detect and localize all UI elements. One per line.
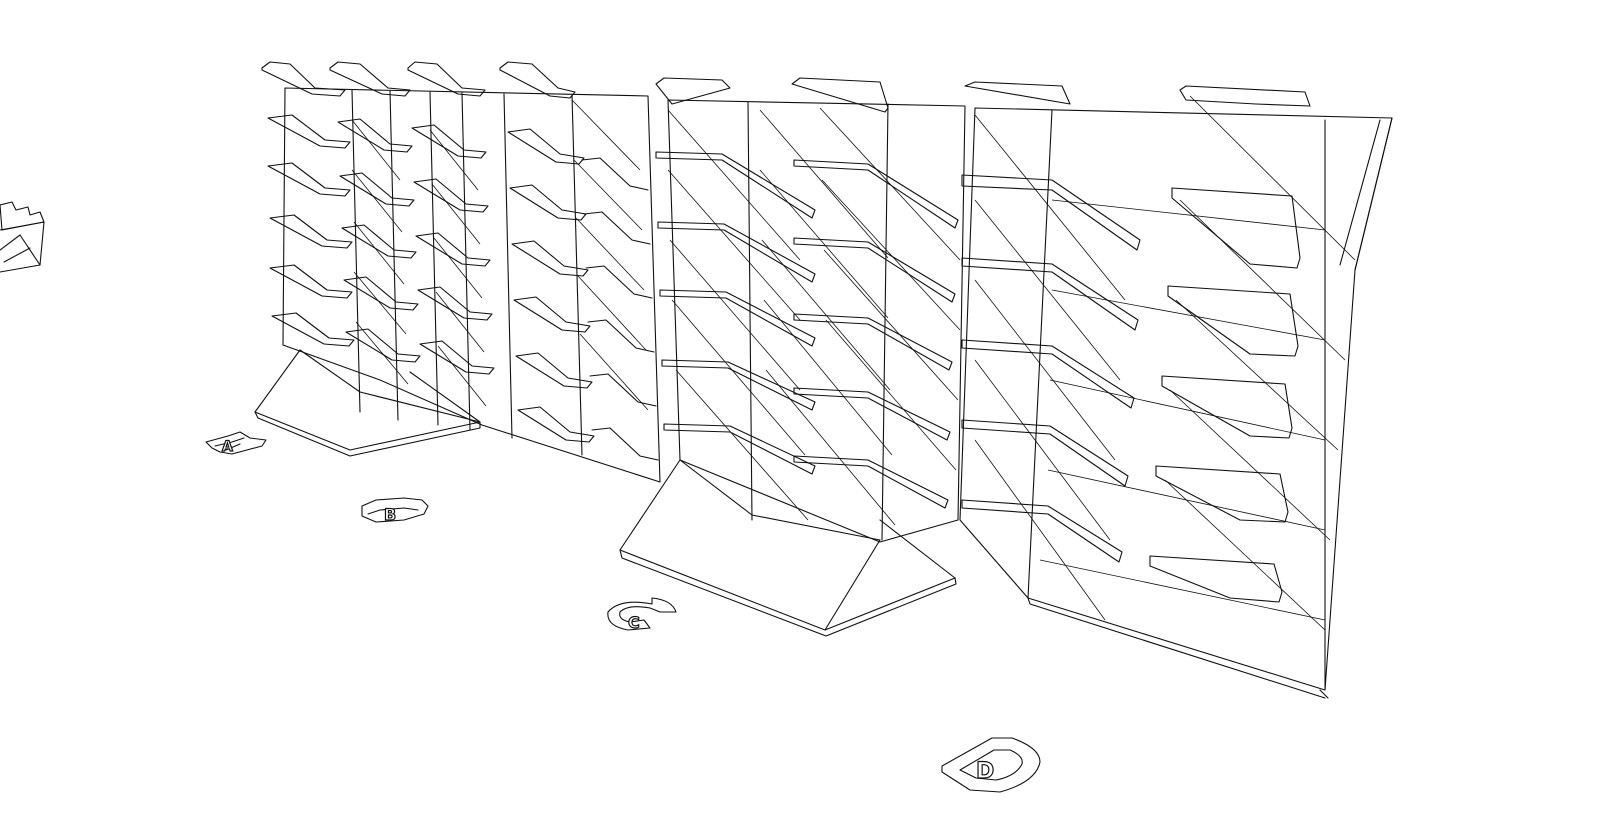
rack-a: [254, 61, 661, 483]
partial-stand-left-edge: [0, 201, 45, 273]
marker-b: B: [361, 497, 429, 525]
marker-c-label: C: [628, 613, 640, 632]
marker-a: A: [205, 431, 267, 456]
marker-d-label: D: [976, 759, 994, 784]
rack-c: [959, 81, 1393, 699]
marker-b-label: B: [384, 505, 396, 524]
marker-c: C: [607, 597, 677, 633]
marker-d: D: [941, 737, 1041, 793]
marker-a-label: A: [222, 439, 233, 455]
rack-b: [619, 77, 966, 637]
